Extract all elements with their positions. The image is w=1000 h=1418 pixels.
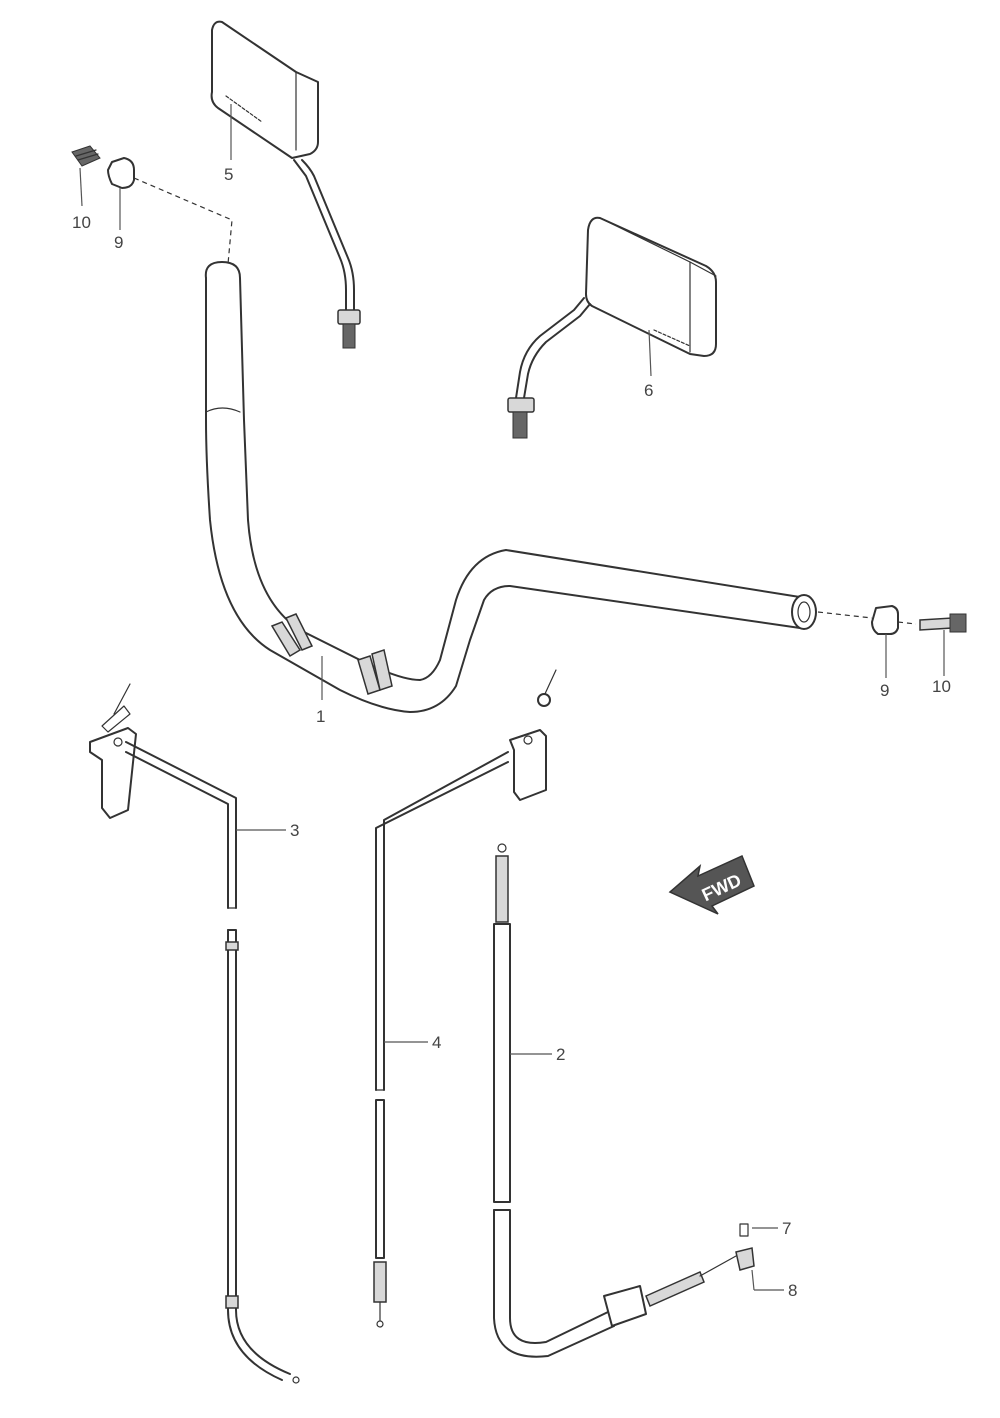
callout-weight-left: 9 (114, 233, 123, 252)
callout-labels: 5 6 1 3 4 2 7 8 10 9 9 10 (72, 165, 951, 1300)
callout-handlebar: 1 (316, 707, 325, 726)
mirror-left (210, 20, 361, 349)
callout-mirror-left: 5 (224, 165, 233, 184)
cable-3 (89, 683, 300, 1384)
callout-weight-right: 9 (880, 681, 889, 700)
cable-2 (493, 843, 755, 1358)
callout-bolt-right: 10 (932, 677, 951, 696)
bar-end-left (71, 145, 233, 265)
handlebar (204, 261, 817, 713)
mirror-right (507, 216, 717, 439)
bar-end-right (817, 605, 967, 635)
callout-cable-3: 3 (290, 821, 299, 840)
callout-cable-2: 2 (556, 1045, 565, 1064)
cable-4 (373, 669, 557, 1328)
callout-part-7: 7 (782, 1219, 791, 1238)
leader-lines (79, 104, 945, 1291)
callout-cable-4: 4 (432, 1033, 441, 1052)
fwd-arrow: FWD (668, 854, 755, 915)
callout-part-8: 8 (788, 1281, 797, 1300)
callout-mirror-right: 6 (644, 381, 653, 400)
callout-bolt-left: 10 (72, 213, 91, 232)
